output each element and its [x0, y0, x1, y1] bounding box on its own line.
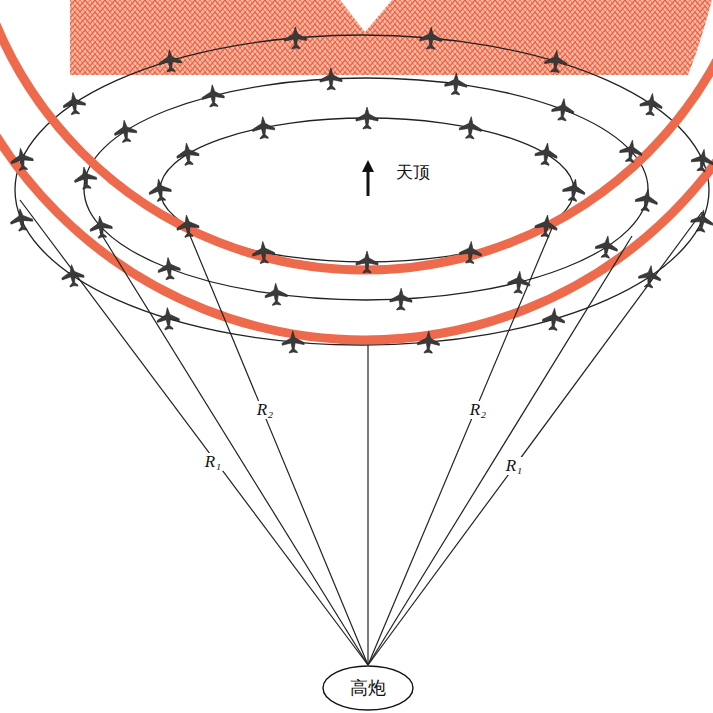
aircraft-icon: [356, 107, 378, 129]
aircraft-icon: [619, 139, 644, 164]
orbit-ellipse: [84, 78, 648, 300]
range-band: [0, 0, 713, 340]
node-label: 高炮: [350, 676, 386, 700]
aircraft-icon: [534, 214, 558, 238]
aircraft-icon: [690, 208, 713, 233]
aircraft-icon: [10, 147, 35, 172]
aircraft-icon: [356, 251, 378, 273]
range-label: R₁: [504, 457, 524, 476]
aircraft-icon: [148, 178, 173, 203]
aircraft-icon: [638, 264, 662, 288]
aircraft-icon: [282, 331, 305, 354]
zenith-label: 天顶: [394, 163, 432, 182]
sight-line: [367, 345, 368, 665]
aircraft-icon: [61, 263, 85, 287]
sight-line: [20, 200, 368, 665]
aircraft-icon: [562, 178, 587, 203]
aircraft-icon: [551, 98, 575, 122]
striped-banner: [70, 0, 712, 75]
aircraft-icon: [252, 116, 275, 139]
aircraft-icon: [444, 72, 467, 95]
sight-line: [368, 228, 552, 665]
aircraft-icon: [73, 166, 98, 191]
sight-line: [368, 236, 632, 665]
aircraft-icon: [634, 188, 659, 213]
aircraft-icon: [320, 68, 342, 90]
zenith-arrow: [362, 160, 374, 196]
gun-ellipse: 高炮: [322, 665, 414, 711]
aircraft-icon: [265, 283, 288, 306]
range-label: R₂: [255, 401, 275, 420]
range-label: R₂: [468, 401, 488, 420]
aircraft-icon: [544, 50, 568, 74]
aircraft-icon: [639, 92, 663, 116]
aircraft-icon: [542, 307, 566, 331]
aircraft-icon: [62, 91, 86, 115]
aircraft-icon: [390, 288, 412, 310]
aircraft-icon: [89, 215, 114, 240]
sight-line: [100, 232, 368, 665]
aircraft-icon: [9, 207, 34, 232]
aircraft-icon: [156, 307, 180, 331]
range-label: R₁: [203, 453, 223, 472]
aircraft-icon: [252, 241, 275, 264]
sight-line: [186, 226, 368, 665]
sight-line: [368, 212, 702, 665]
aircraft-icon: [158, 49, 182, 73]
aircraft-icon: [534, 142, 558, 166]
range-band: [0, 0, 713, 270]
aircraft-icon: [175, 214, 199, 238]
aircraft-icon: [284, 27, 307, 50]
aircraft-icon: [157, 256, 181, 280]
aircraft-icon: [507, 270, 531, 294]
aircraft-icon: [201, 84, 225, 108]
aircraft-icon: [594, 235, 618, 259]
aircraft-icon: [420, 27, 443, 50]
aircraft-icon: [690, 148, 713, 173]
aircraft-icon: [459, 241, 482, 264]
aircraft-icon: [417, 331, 440, 354]
aircraft-icon: [175, 142, 199, 166]
aircraft-icon: [459, 116, 482, 139]
aircraft-icon: [113, 119, 137, 143]
